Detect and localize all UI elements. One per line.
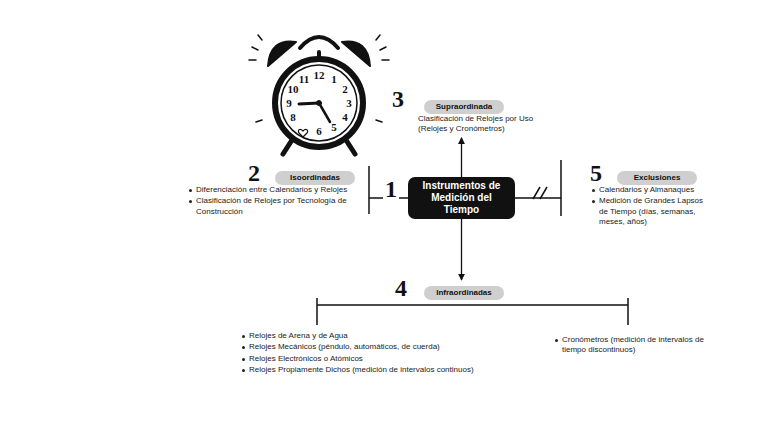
- heading-row: Supraordinada: [414, 95, 542, 109]
- clock-numeral: 10: [288, 84, 299, 95]
- clock-numeral: 3: [346, 98, 352, 109]
- clock-numeral: 2: [342, 84, 348, 95]
- diagram-marks: [317, 160, 628, 325]
- alarm-clock: [249, 35, 389, 154]
- clock-numeral: 11: [299, 73, 309, 84]
- callout-number: 2: [246, 161, 262, 185]
- clock-numeral: 5: [331, 122, 337, 133]
- relation-line: [515, 197, 561, 198]
- category-node: InfraordinadasRelojes de Arena y de Agua…: [236, 281, 711, 396]
- concept-title: Instrumentos de Medición del Tiempo: [413, 180, 510, 216]
- clock-numeral: 4: [342, 112, 348, 123]
- callout-number: 5: [588, 161, 604, 185]
- category-heading: Exclusiones: [617, 171, 697, 185]
- relation-arrow: [461, 138, 462, 177]
- category-node: SupraordinadaClasificación de Relojes po…: [414, 95, 542, 135]
- category-heading: Supraordinada: [424, 100, 504, 114]
- bullet-column: Cronómetros (medición de intervalos de t…: [553, 334, 715, 356]
- clock-bell: [268, 42, 296, 67]
- relation-arrow: [461, 219, 462, 280]
- category-heading: Infraordinadas: [424, 286, 504, 300]
- end-bar: [560, 160, 562, 216]
- bullet-item: Relojes Electrónicos o Atómicos: [240, 354, 476, 364]
- minute-hand: [319, 103, 330, 122]
- clock-bell: [342, 42, 370, 67]
- bullet-item: Clasificación de Relojes por Tecnología …: [187, 196, 361, 217]
- bullet-item: Relojes de Arena y de Agua: [240, 331, 476, 341]
- heading-row: Exclusiones: [590, 166, 713, 180]
- category-heading: Isoordinadas: [275, 171, 355, 185]
- clock-numeral: 12: [314, 70, 325, 81]
- clock-pivot: [317, 101, 322, 106]
- clock-numeral: 6: [316, 126, 322, 137]
- callout-number: 3: [390, 87, 406, 111]
- bullet-list: Diferenciación entre Calendarios y Reloj…: [187, 185, 361, 217]
- bullet-item: Medición de Grandes Lapsos de Tiempo (dí…: [590, 196, 713, 227]
- bullet-item: Diferenciación entre Calendarios y Reloj…: [187, 185, 361, 195]
- clock-numeral: 1: [331, 73, 337, 84]
- callout-number: 1: [383, 177, 399, 201]
- callout-number: 4: [393, 276, 409, 300]
- category-node: IsoordinadasDiferenciación entre Calenda…: [185, 166, 369, 217]
- bracket-tick: [627, 298, 629, 325]
- exclusion-slash: [533, 187, 540, 199]
- clock-numeral: 9: [286, 98, 292, 109]
- bullet-item: Relojes Mecánicos (péndulo, automáticos,…: [240, 342, 476, 352]
- hour-hand: [299, 103, 319, 104]
- heading-row: Infraordinadas: [236, 281, 711, 295]
- clock-handle: [300, 37, 338, 48]
- bullet-item: Calendarios y Almanaques: [590, 185, 713, 195]
- exclusion-slash: [540, 187, 547, 199]
- clock-heart: [298, 130, 307, 137]
- bullet-item: Relojes Propiamente Dichos (medición de …: [240, 365, 476, 375]
- end-bar: [368, 166, 370, 214]
- clock-numeral: 8: [290, 112, 296, 123]
- category-description: Clasificación de Relojes por Uso (Reloje…: [414, 114, 542, 135]
- bracket-line: [317, 304, 628, 306]
- bullet-column: Relojes de Arena y de AguaRelojes Mecáni…: [240, 330, 476, 376]
- bullet-list: Calendarios y AlmanaquesMedición de Gran…: [590, 185, 713, 228]
- bracket-tick: [316, 298, 318, 325]
- clock-body: [275, 59, 363, 147]
- clock-face: [281, 65, 357, 141]
- heading-row: Isoordinadas: [187, 166, 361, 180]
- category-node: ExclusionesCalendarios y AlmanaquesMedic…: [561, 166, 715, 228]
- bullet-item: Cronómetros (medición de intervalos de t…: [553, 335, 715, 356]
- central-concept-box: Instrumentos de Medición del Tiempo: [408, 177, 515, 219]
